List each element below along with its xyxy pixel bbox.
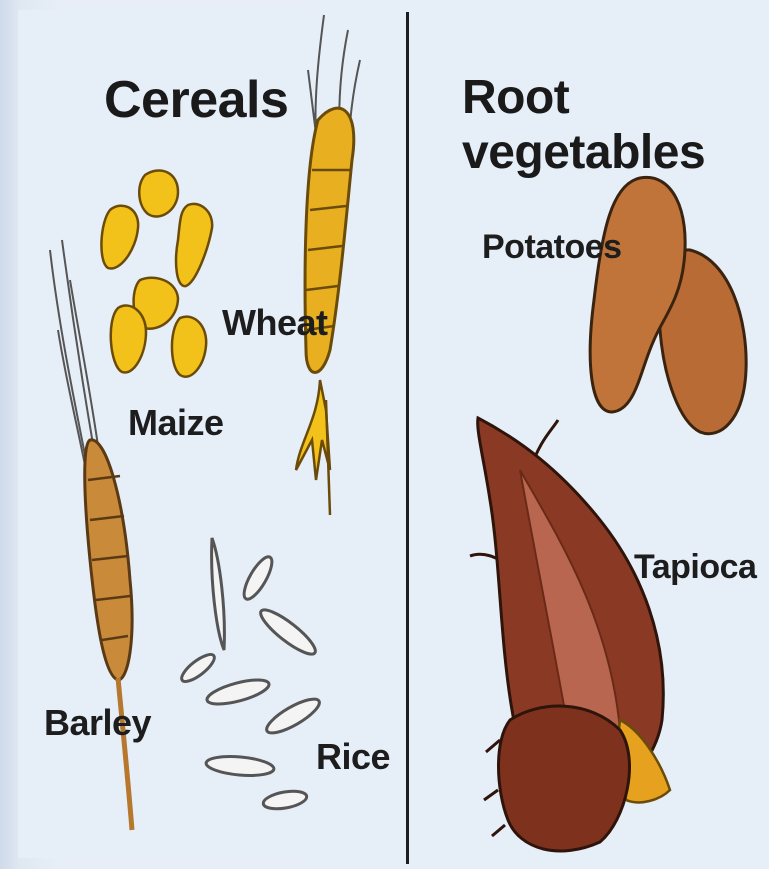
rice-label: Rice: [316, 736, 390, 778]
maize-kernels-icon: [101, 170, 212, 376]
potatoes-label: Potatoes: [482, 228, 622, 267]
maize-label: Maize: [128, 402, 224, 444]
section-divider: [406, 12, 409, 864]
cereals-heading: Cereals: [104, 70, 288, 130]
wheat-ear-icon: [296, 15, 360, 515]
root-vegetables-heading: Root vegetables: [462, 70, 769, 180]
tapioca-label: Tapioca: [634, 548, 756, 587]
tapioca-root-icon: [470, 418, 670, 851]
barley-label: Barley: [44, 702, 151, 744]
potatoes-icon: [590, 177, 746, 433]
rice-grains-icon: [178, 538, 324, 812]
wheat-label: Wheat: [222, 302, 328, 344]
